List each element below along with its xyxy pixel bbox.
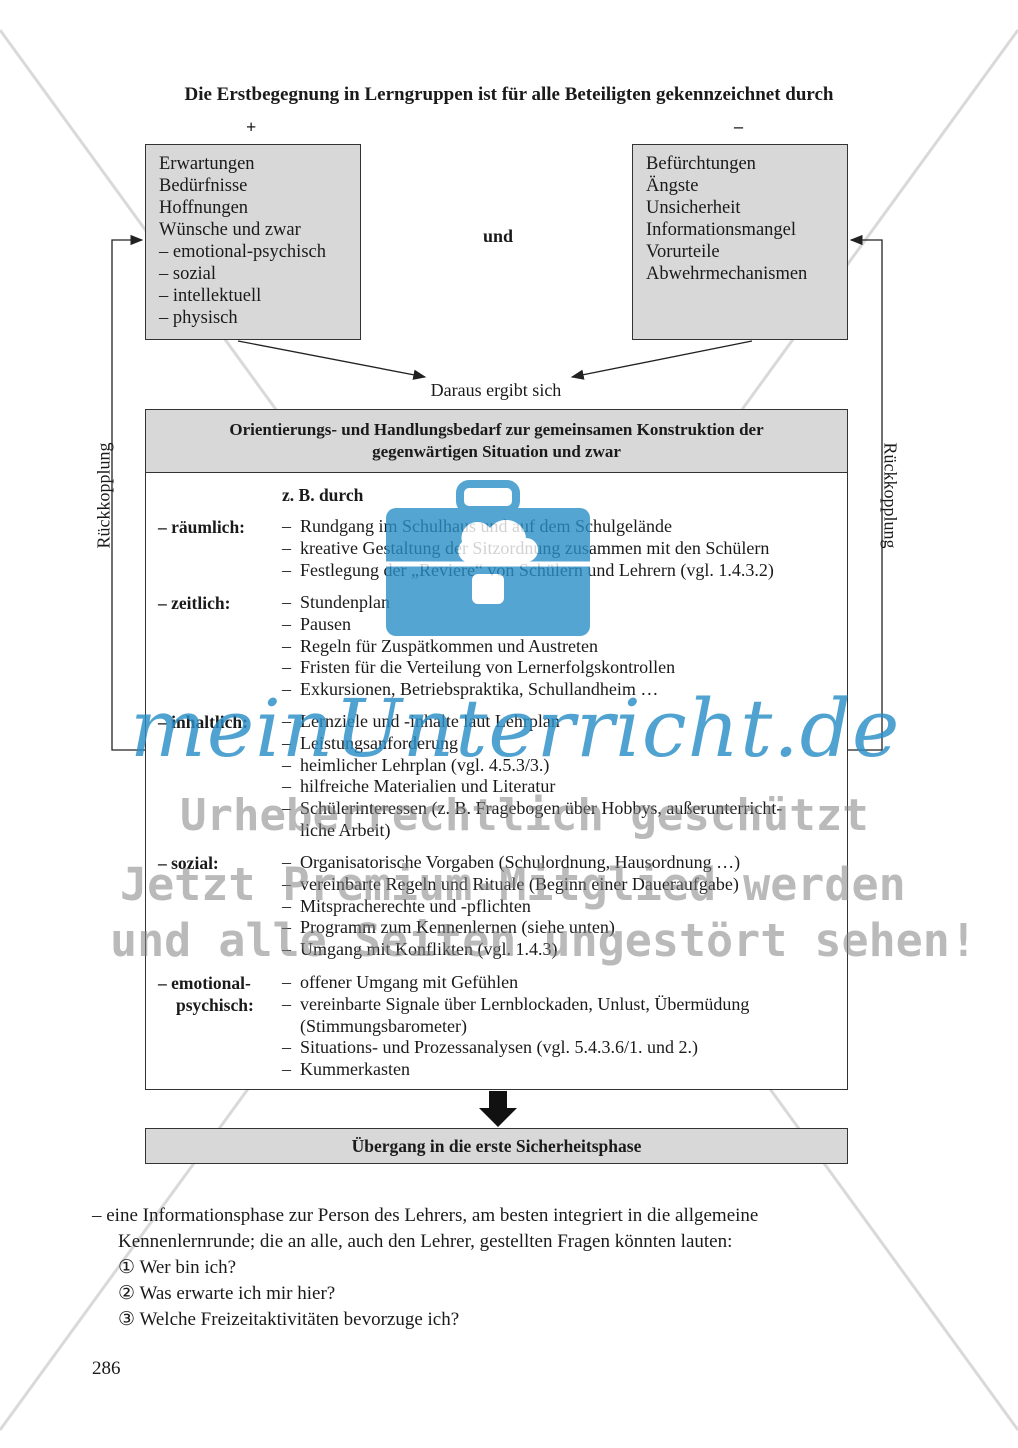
category-items: –offener Umgang mit Gefühlen –vereinbart… (282, 972, 842, 1081)
header-line: Orientierungs- und Handlungsbedarf zur g… (229, 420, 764, 439)
question-item: ② Was erwarte ich mir hier? (118, 1283, 336, 1304)
result-label: Daraus ergibt sich (430, 380, 562, 400)
bottom-text: – eine Informationsphase zur Person des … (92, 1203, 938, 1333)
category-label: – emotional- psychisch: (158, 973, 254, 1015)
box-line: Befürchtungen (646, 154, 756, 174)
minus-sign: – (734, 116, 743, 136)
box-line: – emotional-psychisch (159, 242, 326, 262)
paragraph-line: – eine Informationsphase zur Person des … (92, 1205, 759, 1226)
box-line: Erwartungen (159, 154, 255, 174)
list-item: –Regeln für Zuspätkommen und Austreten (282, 635, 598, 656)
box-line: – intellektuell (159, 286, 262, 306)
page-title: Die Erstbegegnung in Lerngruppen ist für… (184, 84, 834, 105)
category-items: –Lernziele und -inhalte laut Lehrplan –L… (282, 711, 842, 842)
category-label: – zeitlich: (158, 593, 231, 613)
box-line: Hoffnungen (159, 198, 249, 218)
box-line: Abwehrmechanismen (646, 264, 808, 284)
list-item: –offener Umgang mit Gefühlen (282, 972, 519, 992)
category-label: – sozial: (158, 853, 219, 873)
list-item: –Organisatorische Vorgaben (Schulordnung… (282, 852, 741, 872)
watermark-brand: meinUnterricht.de (130, 682, 901, 775)
box-line: Unsicherheit (646, 198, 741, 218)
box-line: – physisch (159, 308, 238, 328)
box-line: Vorurteile (646, 242, 720, 262)
list-item: –Exkursionen, Betriebspraktika, Schullan… (282, 679, 659, 700)
list-item: –vereinbarte Signale über Lernblockaden,… (282, 993, 750, 1014)
list-item: –Situations- und Prozessanalysen (vgl. 5… (282, 1037, 698, 1058)
category-items: –Organisatorische Vorgaben (Schulordnung… (282, 852, 842, 961)
list-item: –Mitspracherechte und -pflichten (282, 895, 531, 916)
box-line: – sozial (159, 264, 217, 284)
category-items: –Stundenplan –Pausen –Regeln für Zuspätk… (282, 592, 842, 701)
question-item: ① Wer bin ich? (118, 1257, 237, 1278)
transition-box: Übergang in die erste Sicherheitsphase (145, 1128, 848, 1164)
watermark-line: Urheberrechtlich geschützt (180, 790, 869, 841)
paragraph-line: Kennenlernrunde; die an alle, auch den L… (118, 1231, 733, 1252)
plus-sign: + (246, 117, 257, 137)
watermark-line: und alle Seiten ungestört sehen! (110, 914, 977, 967)
list-item: –Pausen (282, 613, 351, 634)
list-item: –Fristen für die Verteilung von Lernerfo… (282, 657, 676, 678)
list-item: –heimlicher Lehrplan (vgl. 4.5.3/3.) (282, 754, 550, 775)
list-item: –Umgang mit Konflikten (vgl. 1.4.3) (282, 939, 558, 960)
list-item: –Schülerinteressen (z. B. Fragebogen übe… (282, 798, 783, 819)
header-line: gegenwärtigen Situation und zwar (372, 442, 621, 461)
list-item: –Lernziele und -inhalte laut Lehrplan (282, 711, 560, 731)
connector-und: und (482, 226, 514, 246)
box-line: Ängste (646, 176, 699, 196)
category-label: – inhaltlich: (158, 712, 248, 732)
briefcase-cloud-icon (386, 480, 590, 636)
list-item-continuation: (Stimmungsbarometer) (300, 1015, 467, 1036)
page-number: 286 (92, 1358, 121, 1379)
box-line: Bedürfnisse (159, 176, 248, 196)
expectations-box: Erwartungen Bedürfnisse Hoffnungen Wünsc… (145, 144, 361, 340)
watermark-line: Jetzt Premium-Mitglied werden (120, 858, 906, 911)
main-box-header: Orientierungs- und Handlungsbedarf zur g… (145, 409, 848, 473)
list-item: –Programm zum Kennenlernen (siehe unten) (282, 917, 615, 938)
feedback-label-right: Rückkopplung (880, 442, 901, 549)
fears-box: Befürchtungen Ängste Unsicherheit Inform… (632, 144, 848, 340)
list-item: –Stundenplan (282, 592, 390, 612)
box-line: Informationsmangel (646, 220, 797, 240)
category-label: – räumlich: (158, 517, 246, 537)
list-item: –hilfreiche Materialien und Literatur (282, 776, 556, 797)
list-item: –Kummerkasten (282, 1059, 410, 1080)
box-line: Wünsche und zwar (159, 220, 301, 240)
feedback-label-left: Rückkopplung (93, 442, 114, 549)
list-item-continuation: liche Arbeit) (300, 819, 391, 840)
list-item: –Leistungsanforderung (282, 732, 458, 753)
question-item: ③ Welche Freizeitaktivitäten bevorzuge i… (118, 1309, 460, 1330)
list-item: –vereinbarte Regeln und Rituale (Beginn … (282, 873, 739, 894)
example-label: z. B. durch (282, 485, 364, 505)
